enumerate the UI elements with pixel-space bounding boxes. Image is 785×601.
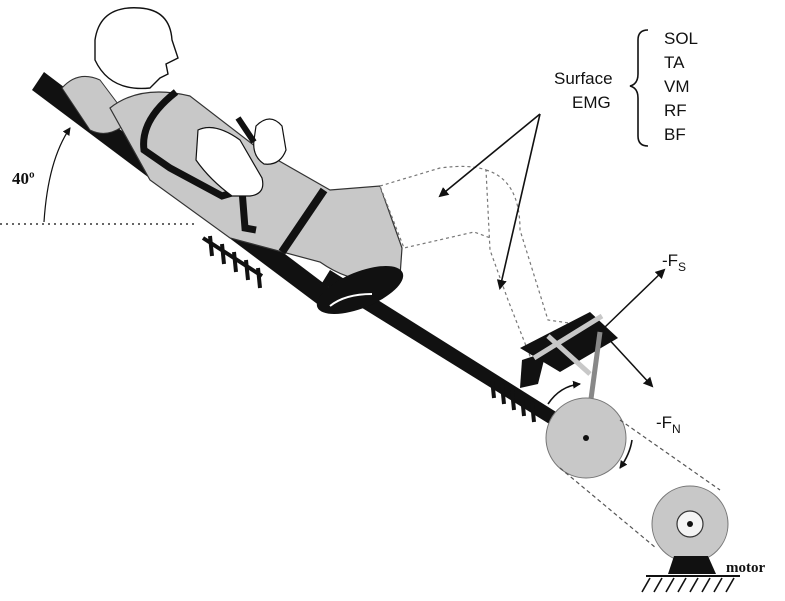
subject-arm	[195, 127, 264, 197]
motor-label: motor	[726, 560, 765, 576]
belt-lower	[559, 467, 657, 549]
muscle-label-sol: SOL	[664, 29, 698, 48]
angle-arc	[43, 127, 71, 223]
shear-force-arrow	[603, 268, 666, 329]
emg-title-line2: EMG	[572, 93, 611, 112]
muscle-label-ta: TA	[664, 53, 685, 72]
rotation-arrow-right	[619, 439, 633, 469]
subject-shank	[485, 169, 581, 357]
pedal-foot-strap	[520, 312, 618, 372]
muscle-label-vm: VM	[664, 77, 690, 96]
emg-arrow-thigh	[438, 113, 541, 198]
emg-arrow-shank	[496, 113, 541, 290]
motor-stand	[668, 556, 716, 574]
angle-label: 40º	[12, 169, 35, 188]
subject-head	[94, 7, 179, 90]
emg-bracket	[629, 29, 649, 147]
subject-thigh	[379, 165, 513, 249]
normal-force-label: -FN	[656, 413, 681, 436]
muscle-label-bf: BF	[664, 125, 686, 144]
normal-force-arrow	[603, 333, 654, 388]
subject-hand	[253, 118, 287, 165]
muscle-label-rf: RF	[664, 101, 687, 120]
shear-force-label: -FS	[662, 251, 686, 274]
rail-support-legs	[490, 377, 536, 423]
backrest-support-legs	[201, 235, 264, 289]
rotation-arrow-top	[547, 380, 581, 405]
emg-title-line1: Surface	[554, 69, 613, 88]
heel-block	[520, 352, 546, 388]
belt-upper	[619, 419, 721, 491]
waist-strap	[278, 187, 328, 255]
muscle-list: SOL TA VM RF BF	[664, 29, 698, 144]
seat-cushion	[316, 266, 404, 314]
